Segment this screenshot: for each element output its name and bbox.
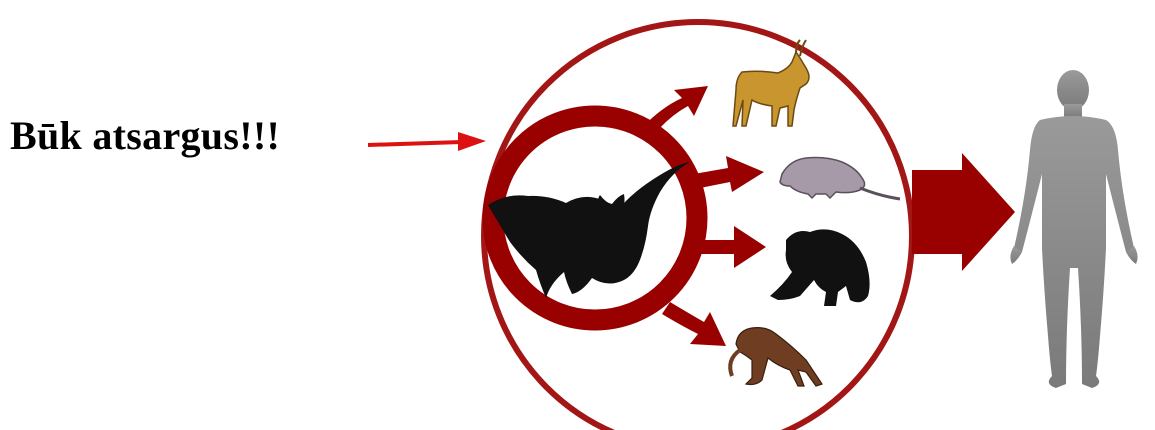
spillover-arrow [912,153,1015,271]
pointer-arrow [368,132,486,151]
human-icon [1010,70,1137,388]
